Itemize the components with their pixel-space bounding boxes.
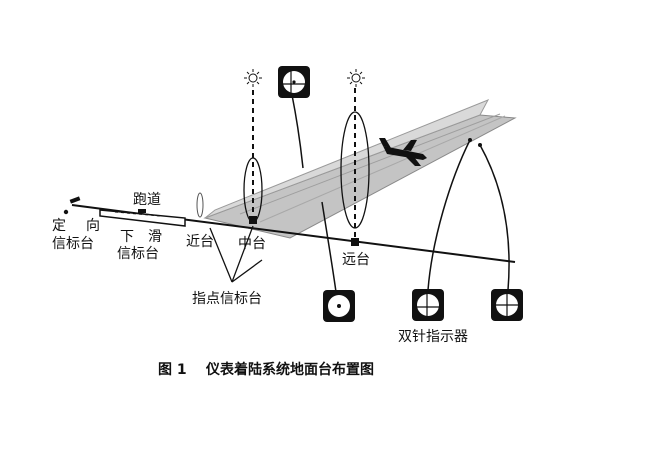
marker-beacons-label: 指点信标台 [192,291,262,307]
near-marker-cone [196,192,204,218]
localizer-label-3: 信标台 [52,236,94,252]
indicator-dial-icon [491,289,523,321]
glideslope-label-1: 下 [120,229,134,245]
outer-marker [340,88,370,246]
localizer-beacon [63,196,81,215]
indicator-dial-icon [323,290,355,322]
runway [99,209,186,227]
beacon-light-icon [244,69,262,87]
beacon-light-icon [347,69,365,87]
near-station-label: 近台 [186,234,214,250]
glideslope-label-3: 信标台 [117,246,159,262]
localizer-label-2: 向 [86,218,100,234]
cross-pointer-label: 双针指示器 [398,329,468,345]
middle-marker [243,90,263,224]
runway-label: 跑道 [133,192,161,208]
glideslope-label-2: 滑 [148,228,162,245]
localizer-label-1: 定 [52,218,66,234]
marker-label-leaders [209,225,263,283]
figure-caption: 仪表着陆系统地面台布置图 [205,361,374,378]
indicator-dial-icon [412,289,444,321]
indicator-dial-icon [278,66,310,98]
airplane-icon [379,138,427,166]
figure-number: 图 1 [158,362,187,378]
far-station-label: 远台 [342,252,370,268]
leader-lines [291,94,510,293]
glide-beam [203,99,517,239]
middle-station-label: 中台 [238,236,266,252]
